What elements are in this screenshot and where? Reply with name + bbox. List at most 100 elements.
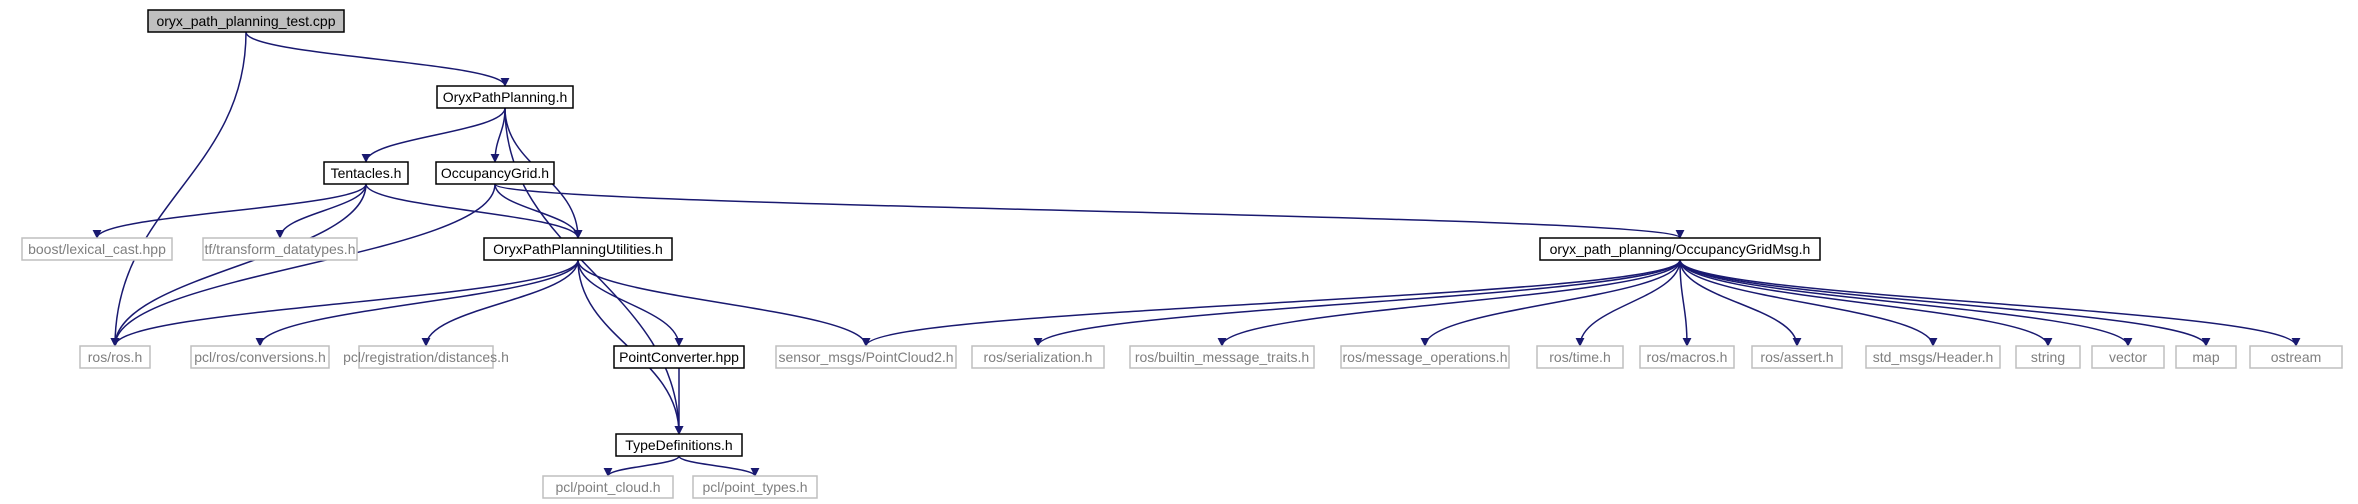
node-msg-box xyxy=(1539,237,1821,261)
node-vector[interactable]: vector xyxy=(2091,345,2165,369)
node-string-box xyxy=(2015,345,2081,369)
node-tf-label: tf/transform_datatypes.h xyxy=(205,241,356,257)
node-header-box xyxy=(1865,345,2001,369)
node-ros[interactable]: ros/ros.h xyxy=(79,345,151,369)
node-assert[interactable]: ros/assert.h xyxy=(1751,345,1843,369)
node-root[interactable]: oryx_path_planning_test.cpp xyxy=(147,9,345,33)
node-string[interactable]: string xyxy=(2015,345,2081,369)
node-opp-label: OryxPathPlanning.h xyxy=(443,89,568,105)
node-msg[interactable]: oryx_path_planning/OccupancyGridMsg.h xyxy=(1539,237,1821,261)
edge-root-to-opp xyxy=(245,31,510,87)
node-ptypes[interactable]: pcl/point_types.h xyxy=(692,475,818,499)
edge-occ-to-msg xyxy=(494,183,1685,239)
edge-tent-to-util xyxy=(365,183,583,239)
node-tf[interactable]: tf/transform_datatypes.h xyxy=(202,237,358,261)
node-mops-box xyxy=(1340,345,1510,369)
edge-opp-to-tent xyxy=(361,107,506,163)
node-pconv[interactable]: PointConverter.hpp xyxy=(613,345,745,369)
edge-occ-to-util xyxy=(494,183,583,239)
node-boost[interactable]: boost/lexical_cast.hpp xyxy=(21,237,173,261)
node-ser[interactable]: ros/serialization.h xyxy=(971,345,1105,369)
edge-msg-to-assert xyxy=(1679,259,1802,347)
node-ostream[interactable]: ostream xyxy=(2249,345,2343,369)
node-header-label: std_msgs/Header.h xyxy=(1873,349,1994,365)
node-assert-box xyxy=(1751,345,1843,369)
node-vector-box xyxy=(2091,345,2165,369)
node-tent-label: Tentacles.h xyxy=(331,165,402,181)
edge-util-to-pclconv xyxy=(255,259,579,347)
node-ostream-box xyxy=(2249,345,2343,369)
node-tent[interactable]: Tentacles.h xyxy=(323,161,409,185)
node-pclconv-box xyxy=(190,345,330,369)
edge-msg-to-macros xyxy=(1679,259,1692,347)
node-ptypes-box xyxy=(692,475,818,499)
node-tent-box xyxy=(323,161,409,185)
node-pclconv[interactable]: pcl/ros/conversions.h xyxy=(190,345,330,369)
node-util-label: OryxPathPlanningUtilities.h xyxy=(493,241,663,257)
edge-msg-to-pc2 xyxy=(861,259,1681,347)
node-util[interactable]: OryxPathPlanningUtilities.h xyxy=(483,237,673,261)
node-vector-label: vector xyxy=(2109,349,2147,365)
node-bmt-label: ros/builtin_message_traits.h xyxy=(1135,349,1309,365)
node-pcldist-box xyxy=(358,345,494,369)
node-bmt[interactable]: ros/builtin_message_traits.h xyxy=(1129,345,1315,369)
node-macros[interactable]: ros/macros.h xyxy=(1639,345,1735,369)
node-boost-label: boost/lexical_cast.hpp xyxy=(28,241,166,257)
edge-msg-to-header xyxy=(1679,259,1938,347)
node-pc2-label: sensor_msgs/PointCloud2.h xyxy=(778,349,953,365)
node-map[interactable]: map xyxy=(2175,345,2237,369)
edges-layer xyxy=(92,31,2301,477)
node-pconv-label: PointConverter.hpp xyxy=(619,349,739,365)
node-ptypes-label: pcl/point_types.h xyxy=(702,479,807,495)
node-string-label: string xyxy=(2031,349,2065,365)
node-opp-box xyxy=(436,85,574,109)
node-pcloud[interactable]: pcl/point_cloud.h xyxy=(542,475,674,499)
node-boost-box xyxy=(21,237,173,261)
node-time[interactable]: ros/time.h xyxy=(1536,345,1624,369)
edge-tent-to-ros xyxy=(110,183,367,347)
edge-opp-to-typedef xyxy=(504,107,684,435)
node-opp[interactable]: OryxPathPlanning.h xyxy=(436,85,574,109)
node-pc2-box xyxy=(775,345,957,369)
edge-util-to-pcldist xyxy=(421,259,579,347)
edge-msg-to-mops xyxy=(1420,259,1681,347)
node-time-label: ros/time.h xyxy=(1549,349,1610,365)
node-header[interactable]: std_msgs/Header.h xyxy=(1865,345,2001,369)
edge-tent-to-tf xyxy=(275,183,367,239)
node-pclconv-label: pcl/ros/conversions.h xyxy=(194,349,326,365)
node-msg-label: oryx_path_planning/OccupancyGridMsg.h xyxy=(1550,241,1811,257)
edge-msg-to-ostream xyxy=(1679,259,2301,347)
node-ostream-label: ostream xyxy=(2271,349,2322,365)
node-macros-box xyxy=(1639,345,1735,369)
edge-root-to-ros xyxy=(110,31,247,347)
node-tf-box xyxy=(202,237,358,261)
node-util-box xyxy=(483,237,673,261)
node-occ-label: OccupancyGrid.h xyxy=(441,165,549,181)
node-occ-box xyxy=(435,161,555,185)
node-macros-label: ros/macros.h xyxy=(1647,349,1728,365)
node-ser-label: ros/serialization.h xyxy=(984,349,1093,365)
node-pcldist-label: pcl/registration/distances.h xyxy=(343,349,509,365)
node-map-box xyxy=(2175,345,2237,369)
edge-tent-to-boost xyxy=(92,183,367,239)
node-pcloud-box xyxy=(542,475,674,499)
node-pc2[interactable]: sensor_msgs/PointCloud2.h xyxy=(775,345,957,369)
edge-typedef-to-ptypes xyxy=(678,455,760,477)
edge-typedef-to-pcloud xyxy=(603,455,680,477)
edge-msg-to-string xyxy=(1679,259,2053,347)
node-typedef[interactable]: TypeDefinitions.h xyxy=(615,433,743,457)
nodes-layer: oryx_path_planning_test.cppOryxPathPlann… xyxy=(21,9,2343,499)
node-ros-label: ros/ros.h xyxy=(88,349,142,365)
edge-util-to-pconv xyxy=(577,259,684,347)
node-mops[interactable]: ros/message_operations.h xyxy=(1340,345,1510,369)
node-typedef-box xyxy=(615,433,743,457)
node-mops-label: ros/message_operations.h xyxy=(1343,349,1508,365)
edge-occ-to-ros xyxy=(110,183,496,347)
node-pcldist[interactable]: pcl/registration/distances.h xyxy=(343,345,509,369)
edge-msg-to-map xyxy=(1679,259,2211,347)
node-map-label: map xyxy=(2192,349,2219,365)
node-occ[interactable]: OccupancyGrid.h xyxy=(435,161,555,185)
node-ros-box xyxy=(79,345,151,369)
edge-msg-to-time xyxy=(1575,259,1681,347)
node-pcloud-label: pcl/point_cloud.h xyxy=(555,479,660,495)
